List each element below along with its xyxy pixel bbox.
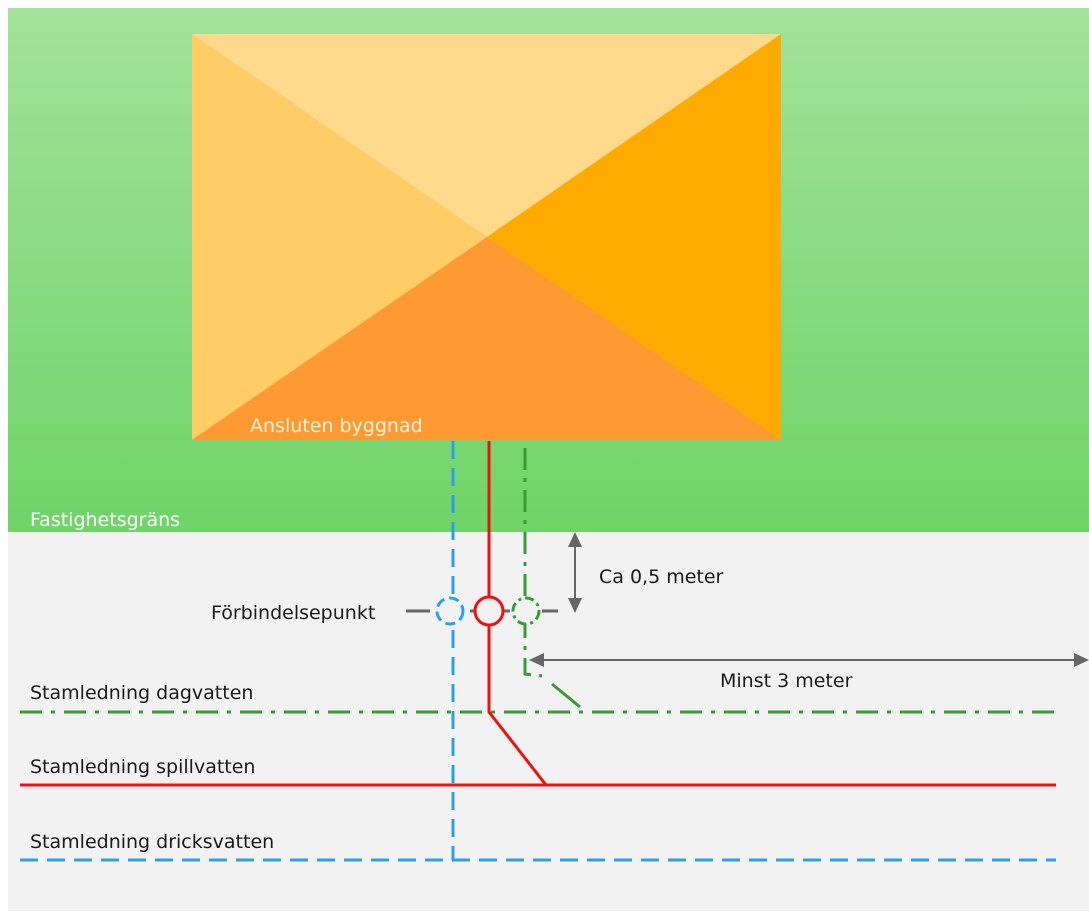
distance-label: Minst 3 meter [720, 670, 853, 692]
roof-face-left [192, 34, 487, 440]
distance-dimension-arrow [529, 653, 1089, 667]
stormwater-connection-point [511, 596, 541, 626]
stormwater-service-line [523, 448, 543, 678]
property-boundary-label: Fastighetsgräns [30, 509, 180, 531]
wastewater-connection-point [473, 595, 505, 627]
depth-dimension-arrow [568, 532, 582, 613]
street-area [8, 532, 1089, 911]
depth-label: Ca 0,5 meter [599, 566, 724, 588]
drinking-water-connection-point [435, 596, 465, 626]
wastewater-service-line [487, 441, 548, 786]
building-label: Ansluten byggnad [250, 415, 423, 437]
connection-point-label: Förbindelsepunkt [211, 602, 375, 624]
roof-face-top [192, 34, 781, 237]
stormwater-branch-line [551, 682, 581, 709]
wastewater-main-label: Stamledning spillvatten [30, 756, 255, 778]
stormwater-main-label: Stamledning dagvatten [30, 682, 253, 704]
roof-face-right [487, 34, 781, 440]
building [192, 34, 781, 440]
roof-face-bottom [192, 237, 781, 440]
drinking-water-main-label: Stamledning dricksvatten [30, 831, 274, 853]
